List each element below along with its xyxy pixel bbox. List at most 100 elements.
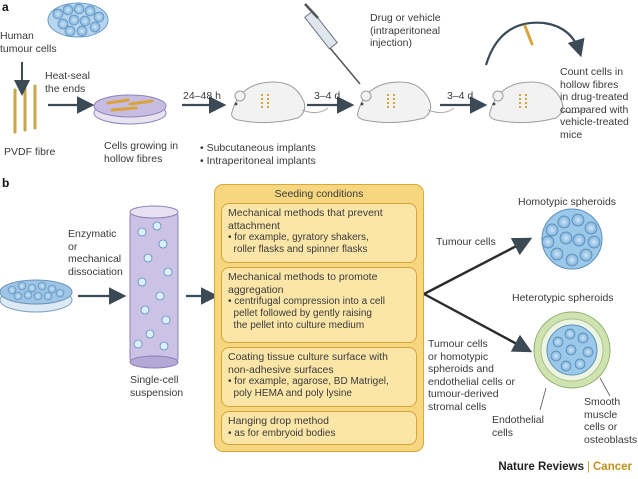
label-line: Heat-seal <box>45 70 90 82</box>
enzymatic-dissociation-label: Enzymatic or mechanical dissociation <box>68 228 123 278</box>
label-line: endothelial cells or <box>428 375 515 388</box>
mouse-3 <box>489 81 587 124</box>
bullet-line: • for example, gyratory shakers, <box>228 232 369 243</box>
method-bullets: • as for embryoid bodies <box>222 428 416 440</box>
label-line: cells or <box>584 421 618 433</box>
label-line: Cells growing in <box>104 140 179 152</box>
bullet-line: poly HEMA and poly lysine <box>228 388 352 399</box>
seeding-conditions-title: Seeding conditions <box>274 188 364 200</box>
heterotypic-spheroid <box>533 311 611 411</box>
method-title: Hanging drop method <box>222 412 416 428</box>
test-tube-suspension <box>129 205 179 369</box>
implant-item: • Intraperitoneal implants <box>200 154 316 167</box>
bullet-line: • for example, agarose, BD Matrigel, <box>228 376 389 387</box>
journal-footer: Nature Reviews|Cancer <box>498 461 632 473</box>
title-line: Coating tissue culture surface with <box>228 351 388 363</box>
mouse-1 <box>231 81 329 124</box>
label-line: or homotypic <box>428 350 489 363</box>
bullet-line: roller flasks and spinner flasks <box>228 244 368 255</box>
heat-seal-label: Heat-seal the ends <box>45 70 90 95</box>
seeding-conditions-box: Seeding conditions Mechanical methods th… <box>214 184 424 452</box>
bullet-line: pellet followed by gently raising <box>228 308 372 319</box>
bullet-line: • centrifugal compression into a cell <box>228 296 385 307</box>
tumour-cells-or-label: Tumour cells or homotypic spheroids and … <box>428 338 515 413</box>
label-line: hollow fibres <box>104 152 163 165</box>
label-line: Human <box>0 30 34 42</box>
mouse-2 <box>357 81 455 124</box>
bullet-line: • as for embryoid bodies <box>228 427 336 439</box>
label-line: cells <box>492 426 514 439</box>
smooth-muscle-label: Smooth muscle cells or osteoblasts <box>584 396 637 446</box>
label-line: muscle <box>584 408 618 421</box>
journal-brand: Nature Reviews <box>498 461 584 473</box>
panel-a-label: a <box>2 0 9 14</box>
label-line: Tumour cells <box>428 338 488 350</box>
method-hanging-drop: Hanging drop method • as for embryoid bo… <box>221 411 417 445</box>
human-tumour-cells-label: Human tumour cells <box>0 30 57 55</box>
method-bullets: • for example, agarose, BD Matrigel, pol… <box>222 376 416 400</box>
endothelial-cells-label: Endothelial cells <box>492 414 544 439</box>
label-line: Drug or vehicle <box>370 12 441 24</box>
journal-section: Cancer <box>593 461 632 473</box>
label-line: or <box>68 240 78 253</box>
label-line: suspension <box>130 386 184 399</box>
pvdf-fibre-label: PVDF fibre <box>4 146 56 158</box>
petri-dish-cells <box>0 279 73 313</box>
label-line: tumour-derived <box>428 388 499 400</box>
label-line: Single-cell <box>130 374 179 386</box>
panel-b-label: b <box>2 176 10 190</box>
label-line: Count cells in <box>560 66 624 78</box>
method-title: Mechanical methods to promote aggregatio… <box>222 268 416 296</box>
method-bullets: • for example, gyratory shakers, roller … <box>222 232 416 256</box>
label-line: hollow fibres <box>560 78 619 91</box>
label-line: (intraperitoneal <box>370 24 441 37</box>
method-title: Coating tissue culture surface with non-… <box>222 348 416 376</box>
count-cells-label: Count cells in hollow fibres in drug-tre… <box>560 66 629 141</box>
label-line: Smooth <box>584 396 621 408</box>
time-3-4d-first: 3–4 d <box>314 90 341 102</box>
title-line: Hanging drop method <box>228 415 329 427</box>
title-line: attachment <box>228 219 280 232</box>
label-line: spheroids and <box>428 363 494 375</box>
syringe-icon <box>304 3 361 85</box>
label-line: osteoblasts <box>584 433 638 446</box>
tumour-cell-cluster <box>47 2 109 38</box>
implant-item: • Subcutaneous implants <box>200 142 316 154</box>
pvdf-fibres <box>13 84 37 134</box>
label-line: mechanical <box>68 253 122 265</box>
label-line: Endothelial <box>492 414 544 426</box>
method-prevent-attachment: Mechanical methods that prevent attachme… <box>221 203 417 263</box>
label-line: compared with <box>560 103 629 116</box>
time-24-48h: 24–48 h <box>183 90 221 102</box>
bullet-line: the pellet into culture medium <box>228 320 365 331</box>
label-line: stromal cells <box>428 400 487 413</box>
homotypic-spheroid <box>541 208 603 270</box>
title-line: non-adhesive surfaces <box>228 363 334 376</box>
method-promote-aggregation: Mechanical methods to promote aggregatio… <box>221 267 417 343</box>
label-line: injection) <box>370 37 413 49</box>
title-line: Mechanical methods to promote <box>228 271 378 283</box>
method-title: Mechanical methods that prevent attachme… <box>222 204 416 232</box>
title-line: aggregation <box>228 283 284 296</box>
label-line: dissociation <box>68 265 123 278</box>
cells-growing-label: Cells growing in hollow fibres <box>104 140 178 165</box>
label-line: Enzymatic <box>68 228 117 240</box>
method-coating-surface: Coating tissue culture surface with non-… <box>221 347 417 407</box>
tumour-cells-label: Tumour cells <box>436 236 496 248</box>
label-line: in drug-treated <box>560 91 629 103</box>
label-line: vehicle-treated <box>560 116 629 128</box>
drug-vehicle-label: Drug or vehicle (intraperitoneal injecti… <box>370 12 441 50</box>
culture-dish-fibres <box>93 94 167 125</box>
label-line: mice <box>560 128 583 141</box>
heterotypic-spheroids-label: Heterotypic spheroids <box>512 292 614 304</box>
title-line: Mechanical methods that prevent <box>228 207 383 219</box>
single-cell-suspension-label: Single-cell suspension <box>130 374 183 399</box>
time-3-4d-second: 3–4 d <box>447 90 474 102</box>
method-bullets: • centrifugal compression into a cell pe… <box>222 296 416 332</box>
label-line: the ends <box>45 82 86 95</box>
footer-separator: | <box>587 461 590 473</box>
homotypic-spheroids-label: Homotypic spheroids <box>518 196 617 208</box>
implants-list: • Subcutaneous implants • Intraperitonea… <box>200 142 316 167</box>
label-line: tumour cells <box>0 42 57 55</box>
